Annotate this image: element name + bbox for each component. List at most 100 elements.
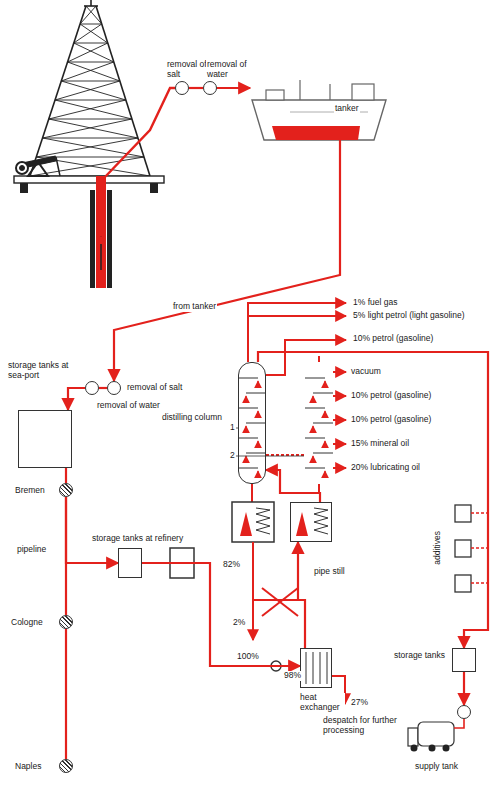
output-label: 1% fuel gas — [352, 298, 398, 308]
distilling-column-2-outputs — [266, 340, 346, 375]
oil-derrick — [49, 100, 132, 119]
distilling-column-2-outputs — [333, 467, 346, 469]
output-label: 10% petrol (gasoline) — [350, 415, 432, 425]
callout-number: 2 — [229, 451, 236, 461]
column-trays — [257, 411, 258, 417]
column-trays — [257, 381, 258, 387]
edge-label: from tanker — [172, 302, 217, 312]
flow-pipe — [99, 387, 107, 389]
column-trays — [257, 441, 258, 447]
output-label: 20% lubricating oil — [350, 463, 421, 473]
flow-pipe — [68, 388, 85, 410]
column-trays — [312, 426, 313, 432]
output-label: 10% petrol (gasoline) — [352, 334, 434, 344]
column-trays — [313, 453, 333, 454]
heat-exchanger-tubes — [306, 652, 327, 684]
percentage-label: 100% — [236, 652, 260, 662]
tanker-ship — [272, 126, 360, 140]
process-circle: removal of water — [203, 81, 217, 95]
pipe-still-furnace — [256, 508, 270, 534]
city-symbol: Bremen — [59, 483, 73, 497]
distilling-column-2-outputs — [318, 356, 320, 362]
heat-exchanger-tubes — [306, 652, 307, 684]
tanker-truck — [418, 722, 454, 746]
column-trays — [238, 468, 258, 469]
feed-lines — [262, 588, 298, 616]
tanker-truck — [408, 728, 418, 746]
flow-pipe — [298, 542, 305, 648]
column-trays — [246, 423, 266, 424]
well-pipe — [90, 88, 175, 288]
node-label: pipe still — [313, 567, 346, 577]
pump-jack — [56, 157, 60, 176]
column-trays — [245, 456, 246, 462]
drilling-platform — [20, 183, 28, 193]
tanker-ship — [252, 80, 386, 140]
node-label: distilling column — [161, 413, 223, 423]
tanker-ship — [352, 84, 374, 100]
distilling-column-2-outputs — [333, 371, 346, 373]
column-trays — [324, 441, 325, 447]
distilling-column-2-outputs — [333, 443, 346, 445]
column-trays — [305, 438, 325, 439]
city-symbol: Naples — [59, 759, 73, 773]
drilling-platform — [14, 176, 164, 183]
city-symbol: Cologne — [59, 615, 73, 629]
drilling-platform — [14, 176, 164, 193]
node-label: supply tank — [414, 762, 459, 772]
flow-pipe — [114, 140, 340, 381]
node-label: removal of salt — [166, 60, 208, 80]
storage-tank: storage tanks at sea-port — [18, 410, 72, 468]
oil-derrick — [80, 6, 102, 24]
output-label: 5% light petrol (light gasoline) — [352, 311, 466, 321]
well-pipe — [107, 190, 112, 288]
flow-pipe — [66, 497, 118, 563]
percentage-label: 98% — [283, 671, 302, 681]
distilling-column: distilling column — [238, 362, 266, 484]
storage-tank: storage tanks at refinery — [118, 548, 142, 578]
pipe-still-furnace — [314, 508, 328, 534]
well-pipe — [104, 88, 175, 178]
process-circle: removal of salt — [107, 381, 121, 395]
node-label: removal of salt — [126, 383, 183, 393]
additive-tanks — [471, 513, 488, 583]
oil-derrick — [96, 6, 150, 176]
column-trays — [305, 378, 325, 379]
column-trays — [245, 426, 246, 432]
tanker-ship — [266, 90, 284, 100]
tanker-truck — [411, 745, 418, 752]
node-label: storage tanks at refinery — [91, 534, 184, 544]
node-label: Naples — [14, 762, 42, 772]
node-label: tanker — [334, 104, 360, 114]
heat-exchanger-tubes — [313, 652, 314, 684]
flow-pipe — [266, 470, 320, 502]
heat-exchanger: heat exchanger — [300, 648, 332, 688]
node-label: removal of water — [206, 60, 250, 80]
column-trays — [312, 456, 313, 462]
heat-exchanger-tubes — [320, 652, 321, 684]
pipe-still-furnace — [240, 512, 252, 536]
column-trays — [313, 423, 333, 424]
heat-exchanger-tubes — [327, 652, 328, 684]
storage-tank: storage tanks — [452, 648, 476, 672]
process-circle: removal of water — [85, 381, 99, 395]
distilling-column-2-outputs — [248, 303, 346, 502]
distilling-column-2-outputs — [248, 315, 346, 317]
column-trays — [324, 471, 325, 477]
node-label: removal of water — [96, 401, 161, 411]
column-trays — [238, 408, 258, 409]
tanker-ship — [299, 80, 300, 100]
group-label: additives — [433, 530, 443, 566]
oil-derrick — [43, 119, 138, 138]
pipe-still-furnace — [232, 502, 274, 542]
column-trays — [313, 393, 333, 394]
tanker-ship — [329, 84, 330, 100]
percentage-label: 2% — [232, 618, 246, 628]
pump-jack — [16, 162, 28, 174]
leader-line — [236, 456, 304, 457]
distilling-column-2-outputs — [333, 395, 346, 397]
process-circle: removal of salt — [175, 81, 189, 95]
output-label: 10% petrol (gasoline) — [350, 391, 432, 401]
distilling-column-2-outputs — [248, 303, 346, 362]
well-pipe — [90, 190, 95, 288]
